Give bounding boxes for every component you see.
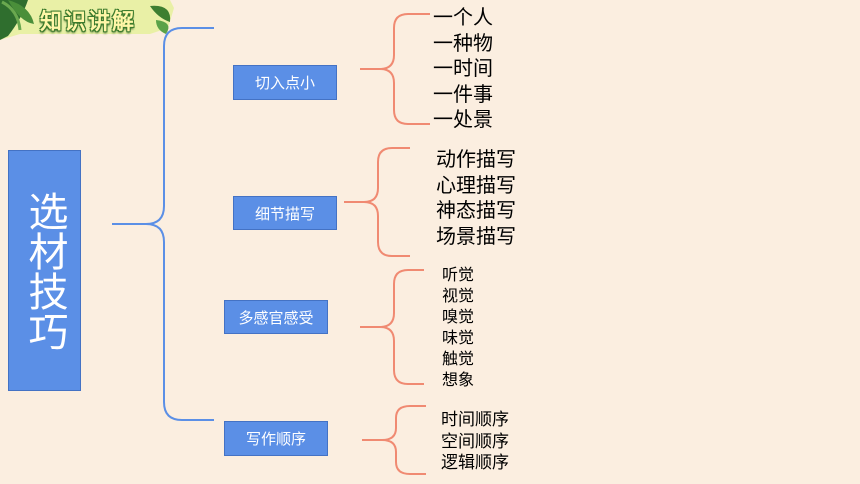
leaf-item: 一种物 <box>433 30 493 55</box>
leaf-decoration-icon <box>0 0 174 40</box>
leaf-item: 味觉 <box>442 328 475 347</box>
leaf-item: 触觉 <box>442 349 475 368</box>
leaf-item: 动作描写 <box>436 147 516 171</box>
leaf-item: 一时间 <box>433 56 493 80</box>
branch-node-3: 多感官感受 <box>224 300 328 334</box>
leaf-item: 心理描写 <box>436 172 516 197</box>
branch-node-2: 细节描写 <box>233 196 337 230</box>
leaf-item: 场景描写 <box>436 223 516 248</box>
leaf-item: 一个人 <box>433 5 493 29</box>
sub-brace-1 <box>360 13 430 125</box>
leaf-item: 一处景 <box>433 107 493 131</box>
sub-brace-2 <box>344 147 410 257</box>
branch-node-4: 写作顺序 <box>224 421 328 456</box>
leaf-item: 嗅觉 <box>442 307 475 326</box>
title-badge: 知识讲解 <box>0 0 175 42</box>
leaf-item: 视觉 <box>442 286 475 305</box>
leaf-item: 逻辑顺序 <box>441 453 509 473</box>
leaf-list-3: 听觉 视觉 嗅觉 味觉 触觉 想象 <box>442 264 474 390</box>
leaf-item: 神态描写 <box>436 198 516 222</box>
leaf-item: 一件事 <box>433 81 493 106</box>
sub-brace-4 <box>362 405 426 475</box>
leaf-item: 听觉 <box>442 265 475 284</box>
leaf-list-2: 动作描写 心理描写 神态描写 场景描写 <box>436 147 516 249</box>
branch-node-1: 切入点小 <box>233 65 337 100</box>
leaf-list-4: 时间顺序 空间顺序 逻辑顺序 <box>441 410 509 475</box>
page-title: 知识讲解 <box>40 10 137 35</box>
leaf-item: 时间顺序 <box>441 410 509 430</box>
leaf-item: 空间顺序 <box>441 431 509 452</box>
main-brace <box>112 27 214 421</box>
root-label: 选材技巧 <box>21 190 68 351</box>
leaf-item: 想象 <box>442 370 475 389</box>
sub-brace-3 <box>360 269 424 385</box>
root-node: 选材技巧 <box>8 150 81 391</box>
leaf-list-1: 一个人 一种物 一时间 一件事 一处景 <box>433 5 493 133</box>
